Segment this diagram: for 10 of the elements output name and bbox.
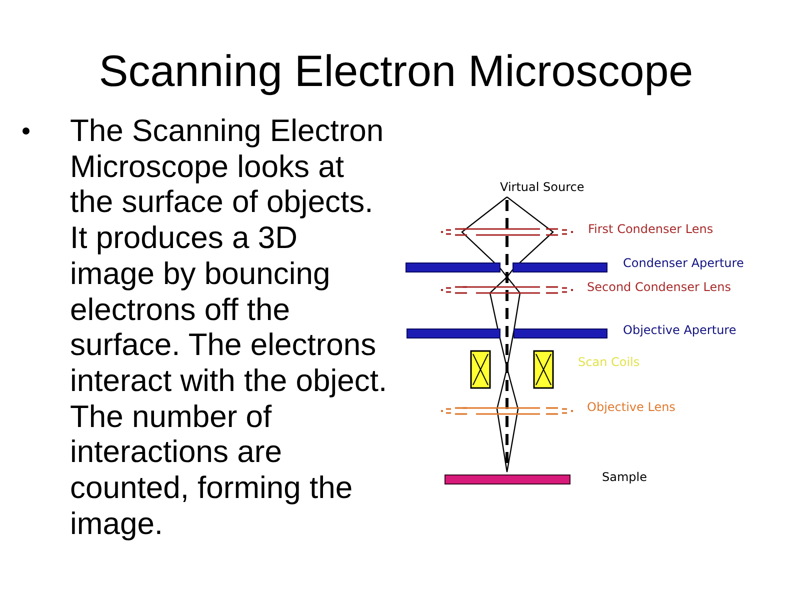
- part-label: Objective Aperture: [623, 323, 736, 337]
- part-label: Scan Coils: [578, 355, 640, 369]
- part-label: First Condenser Lens: [588, 222, 714, 236]
- slide-title: Scanning Electron Microscope: [98, 47, 694, 97]
- part-label: Virtual Source: [500, 180, 584, 194]
- part-label: Condenser Aperture: [623, 256, 744, 270]
- bullet-text: The Scanning Electron Microscope looks at the surface of objects. It produces a 3D image by bouncing electrons off the surface. The electrons interact with the object. The number of interactions are counted, forming the image.: [70, 113, 388, 542]
- part-label: Objective Lens: [587, 400, 676, 414]
- part-label: Sample: [602, 470, 647, 484]
- part-label: Second Condenser Lens: [587, 280, 732, 294]
